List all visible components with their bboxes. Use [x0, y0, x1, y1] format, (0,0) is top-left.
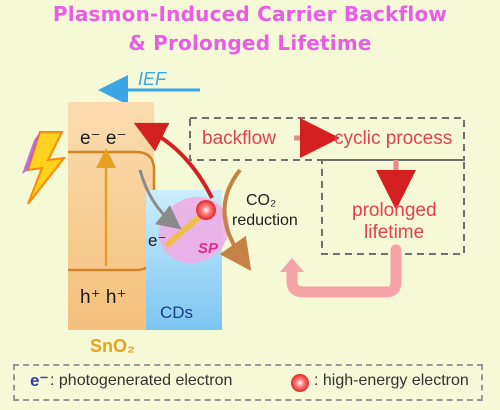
co2-reduction-arrow: [219, 168, 252, 272]
sno2-holes: h⁺ h⁺: [80, 287, 127, 308]
lightning-icon: [26, 131, 67, 205]
legend-high-energy-icon: [291, 374, 309, 392]
title-line-2: & Prolonged Lifetime: [128, 31, 372, 55]
cds-electron: e⁻: [148, 231, 167, 250]
reduction-label: reduction: [232, 212, 298, 229]
sno2-electrons: e⁻ e⁻: [80, 128, 127, 149]
legend-box: [13, 364, 483, 401]
cds-label: CDs: [160, 303, 194, 322]
backflow-label: backflow: [202, 128, 276, 149]
high-energy-electron-icon: [196, 200, 216, 220]
conduction-band-line: [68, 150, 156, 330]
ief-label: IEF: [138, 69, 167, 89]
backflow-injection-arrow: [133, 122, 214, 199]
electron-transfer-arrow: [138, 169, 182, 230]
light-spectrum-icon: [22, 132, 40, 174]
prolonged-label: prolonged: [352, 200, 437, 221]
return-loop-arrow: [286, 244, 402, 298]
legend-photo-label: : photogenerated electron: [50, 372, 233, 389]
sp-label: SP: [198, 240, 219, 257]
return-loop-arrowhead: [280, 258, 304, 272]
title-line-1: Plasmon-Induced Carrier Backflow: [52, 2, 448, 26]
lifetime-label: lifetime: [364, 222, 425, 243]
legend-photo-symbol: e⁻: [30, 371, 49, 390]
sno2-label: SnO₂: [90, 336, 135, 356]
co2-label: CO₂: [246, 192, 277, 209]
cyclic-process-label: cyclic process: [334, 128, 453, 149]
energy-transfer-glow: [165, 215, 201, 247]
legend-high-label: : high-energy electron: [314, 372, 469, 389]
